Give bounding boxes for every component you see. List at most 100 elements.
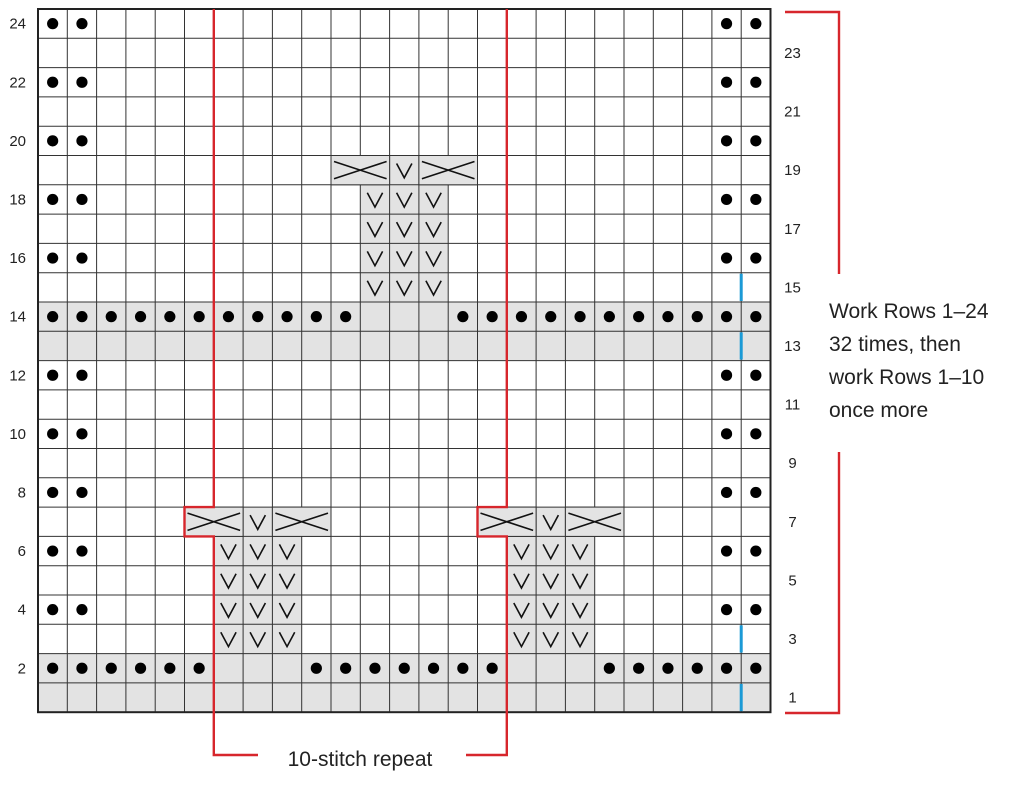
purl-dot	[134, 662, 147, 674]
shaded-cell	[389, 184, 419, 215]
purl-dot	[76, 18, 88, 30]
row-number-left: 20	[9, 133, 26, 150]
grid-layer	[37, 8, 772, 714]
slip-stitch-v	[571, 573, 589, 590]
shaded-cell	[213, 565, 244, 595]
purl-dot	[193, 311, 205, 323]
cross-line	[333, 160, 387, 180]
slip-stitch-v	[220, 573, 237, 590]
shaded-cell	[213, 536, 244, 566]
cross-outline	[271, 506, 332, 537]
row-number-right: 11	[785, 397, 801, 414]
purl-dot	[340, 662, 352, 674]
slip-stitch-v	[249, 514, 267, 532]
purl-dot	[398, 662, 410, 674]
row-number-right: 15	[784, 279, 801, 296]
row-number-right: 3	[788, 631, 796, 648]
shaded-cell	[389, 214, 419, 244]
cross-outline	[418, 155, 478, 186]
purl-dot	[750, 662, 762, 674]
shaded-cell	[506, 536, 537, 566]
purl-dot	[76, 135, 88, 147]
row-number-right: 21	[784, 104, 801, 121]
purl-dot	[47, 311, 59, 323]
purl-dot	[164, 662, 176, 674]
shaded-cell	[536, 507, 566, 537]
purl-dot	[633, 311, 645, 323]
slip-stitch-v	[395, 280, 413, 297]
shaded-cell	[389, 243, 419, 273]
purl-dot	[750, 545, 762, 557]
purl-dot	[750, 76, 762, 88]
purl-dot	[750, 428, 762, 440]
purl-dot	[720, 486, 733, 499]
purl-dot	[76, 486, 88, 499]
row-number-right: 1	[788, 690, 796, 707]
slip-stitch-v	[366, 280, 384, 297]
bracket-bottom	[785, 452, 841, 715]
row-number-right: 19	[784, 162, 801, 179]
repeat-left-line	[183, 9, 258, 757]
slip-stitch-v	[542, 631, 560, 649]
purl-dot	[47, 369, 59, 381]
cross-line	[568, 512, 622, 532]
purl-dot	[310, 311, 322, 323]
purl-dot	[750, 193, 762, 206]
slip-stitch-v	[249, 602, 267, 619]
purl-dot	[720, 18, 733, 30]
purl-dot	[691, 662, 703, 674]
shaded-cell	[506, 595, 537, 625]
shaded-cell	[506, 624, 537, 654]
purl-dot	[457, 662, 469, 674]
row-number-right: 9	[788, 455, 796, 472]
shaded-cell	[272, 536, 302, 566]
cross-line	[187, 512, 241, 532]
shaded-row-1	[38, 682, 771, 713]
slip-stitch-v	[366, 251, 384, 268]
shaded-cell	[360, 184, 390, 215]
slip-stitch-v	[542, 514, 560, 532]
purl-dot	[720, 428, 733, 440]
rows-bracket-layer	[785, 10, 841, 715]
row-number-left: 16	[9, 250, 26, 267]
shaded-cell	[213, 624, 244, 654]
shaded-cell	[565, 624, 595, 654]
purl-dot	[47, 135, 59, 147]
purl-dot	[486, 662, 498, 674]
slip-stitch-v	[542, 573, 560, 590]
cross-line	[480, 512, 534, 532]
purl-dot	[427, 662, 440, 674]
slip-stitch-v	[395, 163, 413, 180]
grid-border	[37, 8, 772, 714]
shaded-cell	[243, 624, 273, 654]
purl-dot	[47, 486, 59, 499]
purl-dot	[720, 76, 733, 88]
shaded-cell	[418, 243, 449, 273]
shaded-cell	[565, 595, 595, 625]
purl-dot	[750, 18, 762, 30]
purl-dot	[750, 252, 762, 264]
purl-dot	[47, 604, 59, 616]
purl-dot	[76, 545, 88, 557]
shaded-cells-layer	[38, 155, 771, 713]
purl-dot	[222, 311, 235, 323]
purl-dot	[76, 604, 88, 616]
row-number-right: 17	[784, 221, 801, 238]
shaded-cell	[565, 565, 595, 595]
slip-stitch-v	[366, 221, 384, 239]
slip-stitch-v	[513, 602, 530, 619]
purl-dot	[47, 662, 59, 674]
repeat-outline-layer	[183, 9, 508, 757]
slip-stitch-v	[395, 251, 413, 268]
purl-dot	[76, 662, 88, 674]
slip-stitch-v	[220, 544, 237, 561]
purl-dot	[603, 311, 615, 323]
purl-dot	[281, 311, 293, 323]
purl-dot	[574, 311, 586, 323]
purl-dot	[76, 369, 88, 381]
shaded-cell	[243, 565, 273, 595]
purl-dot	[720, 311, 733, 323]
slip-stitch-v	[278, 573, 296, 590]
slip-stitch-v	[425, 192, 442, 209]
